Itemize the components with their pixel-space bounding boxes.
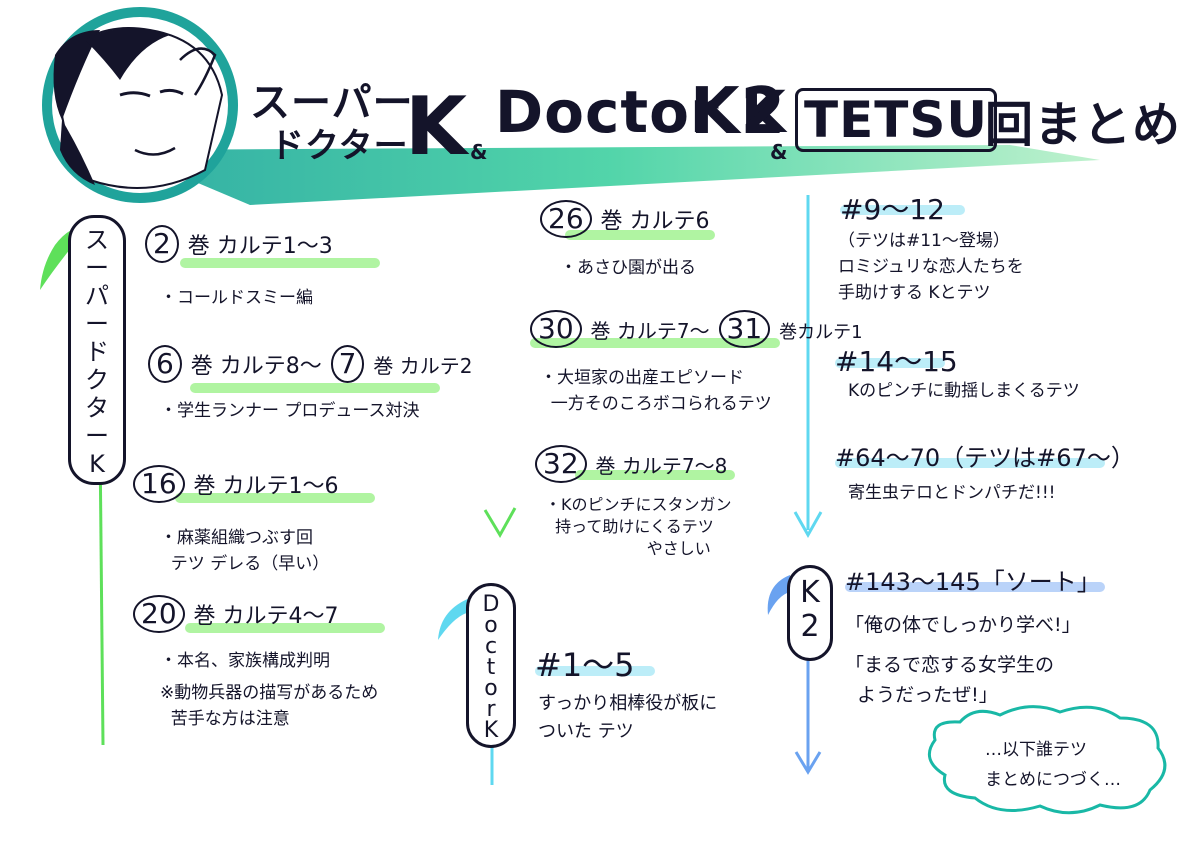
volume-chapters: 巻 カルテ7〜8 xyxy=(595,454,728,478)
label-char: ー xyxy=(85,310,109,338)
label-char: ド xyxy=(85,338,109,366)
label-char: 2 xyxy=(800,609,820,644)
c1-entry4-warning: ※動物兵器の描写があるため 苦手な方は注意 xyxy=(160,683,379,729)
c3-entry4-episodes: #143〜145「ソート」 xyxy=(845,568,1101,596)
doctor-k-episodes: #1〜5 xyxy=(535,646,635,684)
col1-flag xyxy=(40,225,90,290)
c2-entry2-heading: 30 巻 カルテ7〜 31 巻カルテ1 xyxy=(530,310,863,348)
c1-entry4-heading: 20 巻 カルテ4〜7 xyxy=(133,595,339,633)
title-k2: K2 xyxy=(690,75,787,149)
label-char: t xyxy=(486,655,496,680)
volume-number: 32 xyxy=(535,445,587,483)
label-char: パ xyxy=(85,282,109,310)
c1-entry2-note: ・学生ランナー プロデュース対決 xyxy=(160,401,420,421)
c3-entry4-quote2: 「まるで恋する女学生の ようだったぜ!」 xyxy=(845,654,1055,706)
volume-number: 16 xyxy=(133,465,185,503)
c3-entry2-note: Kのピンチに動揺しまくるテツ xyxy=(848,381,1080,401)
title-k: K xyxy=(405,80,468,173)
c2-entry3-heading: 32 巻 カルテ7〜8 xyxy=(535,445,727,483)
c3-entry2-episodes: #14〜15 xyxy=(835,345,958,378)
section-label-doctor-k: D o c t o r K xyxy=(466,583,516,748)
c1-entry4-note: ・本名、家族構成判明 xyxy=(160,651,330,671)
title-suffix: 回まとめ xyxy=(985,97,1182,153)
label-char: r xyxy=(486,697,496,722)
label-char: ス xyxy=(85,226,109,254)
title-super-line1: スーパー xyxy=(250,80,414,126)
label-char: ー xyxy=(85,254,109,282)
volume-number: 20 xyxy=(133,595,185,633)
c3-entry3-episodes: #64〜70（テツは#67〜） xyxy=(835,444,1135,472)
volume-chapters: 巻 カルテ8〜 xyxy=(190,354,322,379)
volume-chapters: 巻 カルテ7〜 xyxy=(590,319,710,343)
c3-entry1-note: （テツは#11〜登場） ロミジュリな恋人たちを 手助けする Kとテツ xyxy=(838,231,1024,303)
label-char: K xyxy=(800,575,820,610)
footer-continued-note: …以下誰テツ まとめにつづく… xyxy=(985,740,1121,790)
c1-entry1-heading: 2 巻 カルテ1〜3 xyxy=(145,225,333,263)
c2-entry1-heading: 26 巻 カルテ6 xyxy=(540,200,710,238)
doctor-k-note: すっかり相棒役が板に ついた テツ xyxy=(538,693,718,742)
volume-number: 31 xyxy=(718,310,771,348)
label-char: D xyxy=(482,592,500,617)
label-char: ー xyxy=(85,422,109,450)
label-char: o xyxy=(484,676,498,701)
volume-number: 30 xyxy=(530,310,582,348)
c2-entry2-note: ・大垣家の出産エピソード 一方そのころボコられるテツ xyxy=(540,368,772,414)
label-char: ク xyxy=(85,366,109,394)
volume-chapters: 巻 カルテ1〜6 xyxy=(193,474,339,499)
volume-chapters: 巻カルテ1 xyxy=(779,322,863,343)
c1-entry1-note: ・コールドスミー編 xyxy=(160,288,313,308)
volume-chapters: 巻 カルテ1〜3 xyxy=(187,234,333,259)
label-char: c xyxy=(484,634,498,659)
label-char: タ xyxy=(85,394,109,422)
c2-entry1-note: ・あさひ園が出る xyxy=(560,258,696,278)
c3-entry1-episodes: #9〜12 xyxy=(840,193,945,226)
volume-chapters: 巻 カルテ6 xyxy=(600,209,710,234)
section-label-super-doctor-k: ス ー パ ー ド ク タ ー K xyxy=(68,215,126,485)
label-char: K xyxy=(89,450,105,478)
c3-entry4-quote1: 「俺の体でしっかり学べ!」 xyxy=(845,614,1081,636)
c1-entry3-heading: 16 巻 カルテ1〜6 xyxy=(133,465,339,503)
title-doctor-k: Doctor K xyxy=(495,78,787,146)
title-amp-2: & xyxy=(770,140,789,164)
volume-number: 7 xyxy=(330,345,365,383)
title-brush-stroke xyxy=(120,145,1100,205)
volume-number: 2 xyxy=(145,225,179,263)
section-label-k2: K 2 xyxy=(787,565,833,661)
c2-entry3-note: ・Kのピンチにスタンガン 持って助けにくるテツ やさしい xyxy=(545,495,732,558)
label-char: o xyxy=(484,613,498,638)
label-char: K xyxy=(483,718,499,743)
volume-number: 6 xyxy=(148,345,182,383)
volume-chapters: 巻 カルテ2 xyxy=(373,354,473,378)
c1-entry3-note: ・麻薬組織つぶす回 テツ デレる（早い） xyxy=(160,528,330,574)
portrait-avatar xyxy=(42,7,238,203)
c3-entry3-note: 寄生虫テロとドンパチだ!!! xyxy=(848,483,1056,503)
title-super-line2: ドクター xyxy=(270,126,409,166)
volume-number: 26 xyxy=(540,200,592,238)
footer-cloud xyxy=(927,705,1167,815)
volume-chapters: 巻 カルテ4〜7 xyxy=(193,604,339,629)
title-tetsu: TETSU xyxy=(795,88,997,152)
title-amp-1: & xyxy=(470,140,489,164)
c1-entry2-heading: 6 巻 カルテ8〜 7 巻 カルテ2 xyxy=(148,345,472,383)
